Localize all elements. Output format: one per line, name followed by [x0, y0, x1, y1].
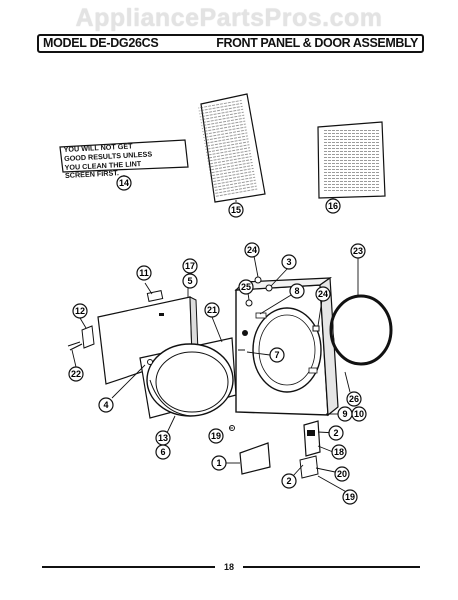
svg-text:18: 18 — [334, 447, 344, 457]
svg-text:17: 17 — [185, 261, 195, 271]
callout-13: 13 — [155, 430, 171, 446]
model-number: MODEL DE-DG26CS — [43, 36, 159, 50]
svg-text:21: 21 — [207, 305, 217, 315]
svg-text:9: 9 — [342, 409, 347, 419]
svg-text:6: 6 — [160, 447, 165, 457]
svg-text:16: 16 — [328, 201, 338, 211]
svg-text:13: 13 — [158, 433, 168, 443]
svg-text:14: 14 — [119, 178, 129, 188]
callout-2-bottom: 2 — [281, 473, 297, 489]
svg-text:7: 7 — [274, 350, 279, 360]
callout-24-right: 24 — [315, 286, 331, 302]
svg-text:20: 20 — [337, 469, 347, 479]
callout-9: 9 — [337, 406, 353, 422]
svg-text:2: 2 — [333, 428, 338, 438]
svg-text:19: 19 — [345, 492, 355, 502]
svg-text:12: 12 — [75, 306, 85, 316]
svg-text:24: 24 — [318, 289, 328, 299]
warning-label-part-16 — [317, 121, 386, 199]
callout-14: 14 — [116, 175, 132, 191]
callout-2-right: 2 — [328, 425, 344, 441]
page-number: 18 — [223, 562, 234, 572]
callout-25: 25 — [238, 279, 254, 295]
page-header: MODEL DE-DG26CS FRONT PANEL & DOOR ASSEM… — [37, 34, 424, 53]
callout-15: 15 — [228, 202, 244, 218]
svg-text:4: 4 — [103, 400, 108, 410]
callout-19-bottom: 19 — [342, 489, 358, 505]
callout-19-mid: 19 — [208, 428, 224, 444]
bottom-bracket — [239, 442, 271, 475]
svg-text:22: 22 — [71, 369, 81, 379]
door-seal-ring — [329, 294, 393, 366]
callouts: 14 15 16 24 3 11 17 5 12 25 8 24 23 21 7… — [68, 175, 367, 505]
svg-text:24: 24 — [247, 245, 257, 255]
svg-text:26: 26 — [349, 394, 359, 404]
svg-text:5: 5 — [187, 276, 192, 286]
svg-text:25: 25 — [241, 282, 251, 292]
lint-screen-label-text: YOU WILL NOT GET GOOD RESULTS UNLESS YOU… — [57, 137, 186, 180]
callout-22: 22 — [68, 366, 84, 382]
svg-text:23: 23 — [353, 246, 363, 256]
svg-text:10: 10 — [354, 409, 364, 419]
svg-text:1: 1 — [216, 458, 221, 468]
lint-screen-label-part — [59, 139, 189, 173]
fasteners — [69, 276, 320, 431]
warning-label-part-15 — [198, 93, 266, 203]
svg-text:8: 8 — [294, 286, 299, 296]
svg-text:19: 19 — [211, 431, 221, 441]
callout-11: 11 — [136, 265, 152, 281]
callout-23: 23 — [350, 243, 366, 259]
door-outer-assembly — [139, 337, 237, 419]
callout-8: 8 — [289, 283, 305, 299]
callout-5: 5 — [182, 273, 198, 289]
callout-21: 21 — [204, 302, 220, 318]
svg-text:3: 3 — [286, 257, 291, 267]
callout-3: 3 — [281, 254, 297, 270]
callout-1: 1 — [211, 455, 227, 471]
watermark: AppliancePartsPros.com — [75, 4, 383, 32]
callout-10: 10 — [351, 406, 367, 422]
callout-12: 12 — [72, 303, 88, 319]
svg-text:2: 2 — [286, 476, 291, 486]
callout-18: 18 — [331, 444, 347, 460]
callout-24-top: 24 — [244, 242, 260, 258]
callout-7: 7 — [269, 347, 285, 363]
hinge-part — [67, 325, 95, 349]
callout-20: 20 — [334, 466, 350, 482]
door-switch-part — [299, 420, 321, 479]
callout-17: 17 — [182, 258, 198, 274]
callout-26: 26 — [346, 391, 362, 407]
callout-4: 4 — [98, 397, 114, 413]
svg-text:11: 11 — [139, 268, 149, 278]
svg-text:15: 15 — [231, 205, 241, 215]
callout-6: 6 — [155, 444, 171, 460]
section-title: FRONT PANEL & DOOR ASSEMBLY — [216, 36, 418, 50]
callout-16: 16 — [325, 198, 341, 214]
